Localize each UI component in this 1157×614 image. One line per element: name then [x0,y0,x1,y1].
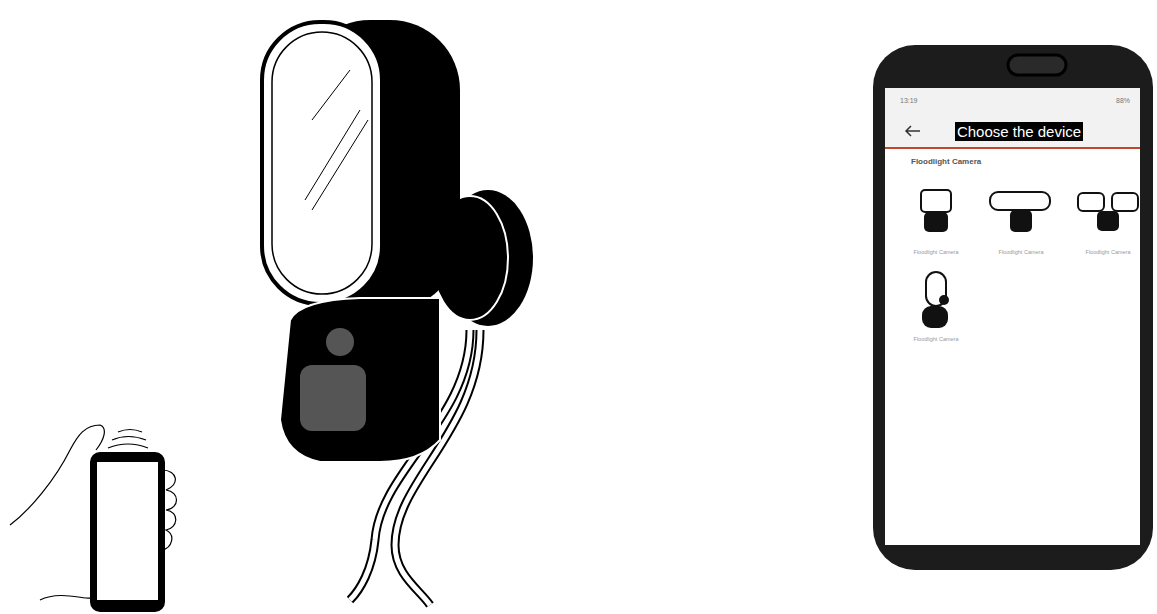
section-heading: Floodlight Camera [911,158,981,166]
hand-with-phone [10,425,177,612]
device-label: Floodlight Camera [999,250,1044,256]
device-label: Floodlight Camera [914,250,959,256]
floodlight-camera [262,20,533,605]
title-bar: Choose the device [955,122,1083,141]
smartphone [873,45,1153,570]
screen-title: Choose the device [957,123,1081,140]
status-time: 13:19 [900,97,918,104]
device-label: Floodlight Camera [1086,250,1131,256]
status-battery: 88% [1116,97,1130,104]
device-label: Floodlight Camera [914,337,959,343]
